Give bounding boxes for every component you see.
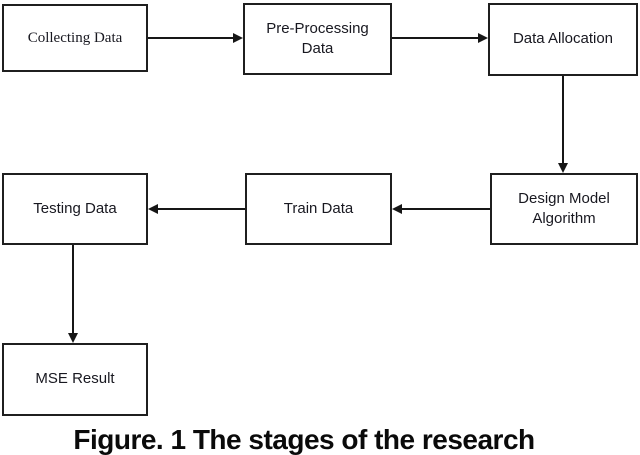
flowchart-node-train-data: Train Data bbox=[245, 173, 392, 245]
arrow-preprocessing-to-allocation-line bbox=[392, 37, 478, 39]
node-label: Design Model Algorithm bbox=[518, 189, 610, 227]
node-label: MSE Result bbox=[35, 370, 115, 388]
flowchart-node-mse-result: MSE Result bbox=[2, 343, 148, 416]
figure-caption: Figure. 1 The stages of the research bbox=[73, 424, 535, 455]
flowchart-node-pre-processing-data: Pre-Processing Data bbox=[243, 3, 392, 75]
node-label: Train Data bbox=[283, 199, 354, 217]
node-label: Pre-Processing Data bbox=[266, 19, 369, 57]
arrow-down-icon bbox=[558, 163, 568, 173]
flowchart-node-collecting-data: Collecting Data bbox=[2, 4, 148, 72]
arrow-allocation-to-design-line bbox=[562, 76, 564, 163]
node-label: Data Allocation bbox=[512, 30, 614, 48]
flowchart-node-testing-data: Testing Data bbox=[2, 173, 148, 245]
flowchart-node-design-model-algorithm: Design Model Algorithm bbox=[490, 173, 638, 245]
flowchart-node-data-allocation: Data Allocation bbox=[488, 3, 638, 76]
arrow-right-icon bbox=[478, 33, 488, 43]
arrow-down-icon bbox=[68, 333, 78, 343]
arrow-left-icon bbox=[392, 204, 402, 214]
arrow-train-to-testing-line bbox=[158, 208, 245, 210]
arrow-left-icon bbox=[148, 204, 158, 214]
arrow-right-icon bbox=[233, 33, 243, 43]
arrow-testing-to-mse-line bbox=[72, 245, 74, 333]
arrow-design-to-train-line bbox=[402, 208, 490, 210]
node-label: Testing Data bbox=[33, 199, 117, 217]
node-label: Collecting Data bbox=[27, 29, 123, 46]
arrow-collecting-to-preprocessing-line bbox=[148, 37, 233, 39]
